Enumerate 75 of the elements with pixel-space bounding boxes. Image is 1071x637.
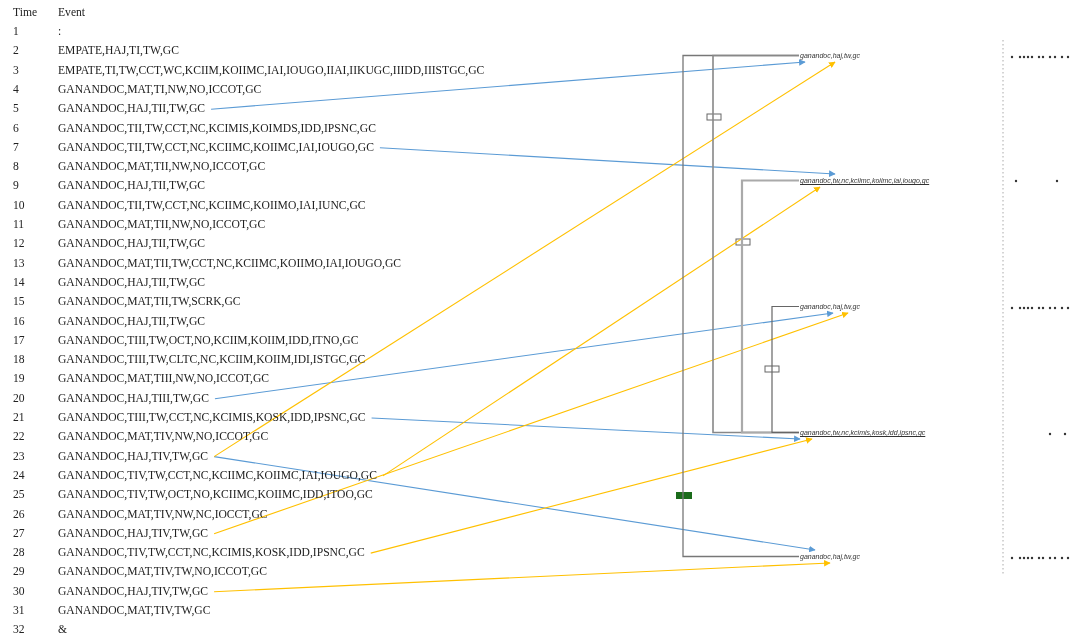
event-text: GANANDOC,MAT,TII,NW,NO,ICCOT,GC [58,160,266,175]
time-value: 2 [13,44,19,59]
event-text: GANANDOC,MAT,TIV,TW,GC [58,604,211,618]
time-value: 6 [13,121,19,136]
time-value: 22 [13,430,25,445]
time-value: 17 [13,333,25,348]
event-text: GANANDOC,MAT,TII,NW,NO,ICCOT,GC [58,218,266,232]
event-text: GANANDOC,HAJ,TIV,TW,GC [58,584,209,599]
time-value: 1 [13,25,19,39]
event-text: GANANDOC,MAT,TIII,NW,NO,ICCOT,GC [58,372,270,387]
time-value: 32 [13,623,25,637]
time-value: 5 [13,102,19,117]
time-value: 12 [13,237,25,252]
time-value: 18 [13,353,25,368]
arrow [382,186,821,477]
time-value: 25 [13,488,25,503]
event-text: GANANDOC,HAJ,TIII,TW,GC [58,391,209,406]
arrow [371,417,801,442]
event-text: & [58,623,68,637]
time-value: 11 [13,218,25,232]
time-value: 24 [13,468,25,483]
event-text: GANANDOC,HAJ,TII,TW,GC [58,237,206,252]
time-value: 14 [13,275,25,290]
arrow [213,456,816,553]
event-text: GANANDOC,TII,TW,CCT,NC,KCIIMC,KOIIMC,IAI,IOUGO,GC [58,140,374,155]
event-text: GANANDOC,MAT,TIV,TW,NO,ICCOT,GC [58,565,267,580]
event-text: : [58,25,62,39]
event-text: GANANDOC,MAT,TI,NW,NO,ICCOT,GC [58,82,262,97]
time-value: 27 [13,526,25,541]
event-text: GANANDOC,HAJ,TII,TW,GC [58,179,206,194]
time-value: 7 [13,140,19,155]
event-text: GANANDOC,HAJ,TII,TW,GC [58,314,206,329]
time-value: 4 [13,82,19,97]
time-value: 30 [13,584,25,599]
arrow [214,310,834,400]
arrow [213,311,849,535]
event-text: GANANDOC,MAT,TII,TW,SCRK,GC [58,295,241,310]
time-value: 31 [13,604,25,618]
column-header: Time [13,6,38,20]
time-value: 13 [13,256,25,271]
time-value: 9 [13,179,19,194]
time-value: 10 [13,198,25,213]
event-text: GANANDOC,TII,TW,CCT,NC,KCIMIS,KOIMDS,IDD,IPSNC,GC [58,121,376,136]
event-text: EMPATE,HAJ,TI,TW,GC [58,44,179,59]
time-value: 29 [13,565,25,580]
time-value: 21 [13,411,25,425]
arrow [213,61,836,458]
time-value: 15 [13,295,25,310]
event-text: GANANDOC,TIV,TW,CCT,NC,KCIMIS,KOSK,IDD,IPSNC,GC [58,546,365,561]
event-text: GANANDOC,HAJ,TIV,TW,GC [58,449,209,464]
event-text: GANANDOC,HAJ,TIV,TW,GC [58,526,209,541]
time-value: 16 [13,314,25,329]
event-text: GANANDOC,TIII,TW,CLTC,NC,KCIIM,KOIIM,IDI,ISTGC,GC [58,353,366,368]
event-text: GANANDOC,HAJ,TII,TW,GC [58,275,206,290]
event-text: GANANDOC,TII,TW,CCT,NC,KCIIMC,KOIIMO,IAI,IUNC,GC [58,198,366,213]
time-value: 19 [13,372,25,387]
event-text: GANANDOC,HAJ,TII,TW,GC [58,102,206,117]
time-value: 8 [13,160,19,175]
time-value: 23 [13,449,25,464]
arrow [370,437,813,554]
time-value: 20 [13,391,25,406]
time-value: 3 [13,63,19,78]
dendrogram-branch [771,305,800,434]
column-header: Event [58,6,86,20]
event-text: GANANDOC,TIII,TW,OCT,NO,KCIIM,KOIIM,IDD,ITNO,GC [58,333,359,348]
event-text: EMPATE,TI,TW,CCT,WC,KCIIM,KOIIMC,IAI,IOUGO,IIAI,IIKUGC,IIIDD,IIISTGC,GC [58,63,485,78]
event-text: GANANDOC,MAT,TII,TW,CCT,NC,KCIIMC,KOIIMO,IAI,IOUGO,GC [58,256,402,271]
arrow [379,147,836,177]
arrow [210,59,806,110]
dendrogram-branch [740,179,799,434]
arrow [213,560,831,593]
time-value: 26 [13,507,25,522]
event-text: GANANDOC,MAT,TIV,NW,NC,IOCCT,GC [58,507,268,522]
dendrogram-branch [712,54,800,434]
time-value: 28 [13,546,25,561]
